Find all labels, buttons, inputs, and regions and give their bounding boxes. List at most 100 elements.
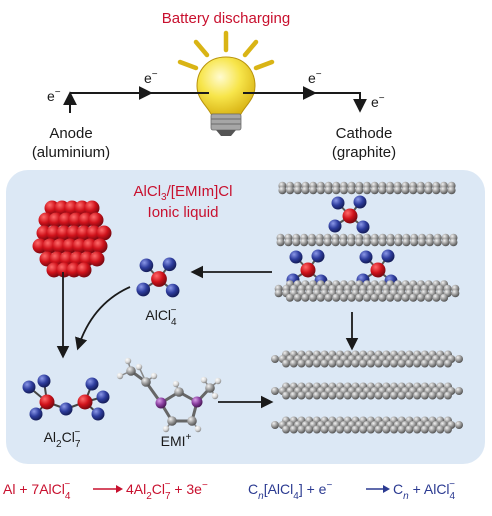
carbon-atom: [328, 359, 337, 368]
carbon-atom: [286, 186, 295, 195]
carbon-atom: [389, 359, 398, 368]
carbon-atom: [432, 186, 441, 195]
al2cl7-label: Al2Cl7−: [44, 427, 81, 450]
carbon-atom: [393, 186, 402, 195]
carbon-atom: [386, 186, 395, 195]
carbon-atom: [455, 387, 463, 395]
carbon-atom: [347, 238, 356, 247]
carbon-atom: [320, 391, 329, 400]
carbon-atom: [359, 391, 368, 400]
carbon-atom: [447, 186, 456, 195]
carbon-atom: [278, 186, 287, 195]
carbon-atom: [301, 293, 310, 302]
carbon-atom: [418, 238, 427, 247]
carbon-atom: [440, 293, 449, 302]
carbon-atom: [300, 238, 309, 247]
nitrogen-atom: [155, 397, 167, 409]
carbon-atom: [393, 293, 402, 302]
carbon-atom: [331, 238, 340, 247]
carbon-atom: [413, 359, 422, 368]
carbon-atom: [455, 355, 463, 363]
aluminium-atom: [39, 394, 55, 410]
al2cl7-anion: [22, 374, 110, 421]
carbon-atom: [370, 293, 379, 302]
aluminium-atom: [84, 200, 100, 216]
carbon-atom: [343, 391, 352, 400]
hydrogen-atom: [200, 376, 208, 384]
chlorine-atom: [139, 258, 154, 273]
aluminium-atom: [370, 262, 386, 278]
carbon-atom: [297, 391, 306, 400]
chlorine-atom: [136, 282, 151, 297]
chlorine-atom: [311, 249, 325, 263]
carbon-atom: [432, 293, 441, 302]
nitrogen-atom: [191, 396, 203, 408]
carbon-atom: [420, 425, 429, 434]
carbon-atom: [428, 425, 437, 434]
svg-text:e−: e−: [308, 69, 322, 86]
carbon-atom: [339, 293, 348, 302]
carbon-atom: [312, 391, 321, 400]
carbon-atom: [401, 186, 410, 195]
carbon-atom: [382, 391, 391, 400]
carbon-atom: [363, 293, 371, 302]
carbon-atom: [382, 425, 391, 434]
carbon-atom: [126, 366, 136, 376]
aluminium-atom: [77, 394, 93, 410]
carbon-atom: [416, 186, 425, 195]
aluminium-atom: [76, 262, 92, 278]
carbon-atom: [389, 425, 398, 434]
carbon-atom: [339, 186, 348, 195]
electrolyte-name: AlCl3/[EMIm]Cl: [134, 183, 233, 203]
carbon-atom: [401, 293, 410, 302]
chlorine-atom: [96, 390, 110, 404]
carbon-atom: [409, 293, 418, 302]
carbon-atom: [413, 425, 422, 434]
chlorine-atom: [356, 220, 370, 234]
carbon-atom: [351, 425, 360, 434]
carbon-atom: [305, 391, 314, 400]
carbon-atom: [397, 391, 406, 400]
carbon-atom: [336, 391, 345, 400]
hydrogen-atom: [162, 425, 170, 433]
carbon-atom: [436, 391, 445, 400]
svg-text:Al + 7AlCl4−: Al + 7AlCl4−: [3, 479, 71, 502]
carbon-atom: [382, 359, 391, 368]
carbon-atom: [332, 186, 341, 195]
cathode-reaction: Cn[AlCl4] + e− Cn + AlCl4−: [248, 479, 456, 502]
hydrogen-atom: [124, 357, 132, 365]
carbon-atom: [420, 391, 429, 400]
carbon-atom: [336, 359, 345, 368]
carbon-atom: [374, 425, 383, 434]
carbon-atom: [366, 359, 375, 368]
carbon-atom: [174, 387, 184, 397]
chlorine-atom: [381, 249, 395, 263]
aluminium-atom: [92, 238, 108, 254]
carbon-atom: [397, 359, 406, 368]
carbon-atom: [351, 359, 360, 368]
carbon-atom: [328, 391, 337, 400]
carbon-atom: [370, 186, 379, 195]
carbon-atom: [441, 238, 450, 247]
carbon-atom: [436, 425, 445, 434]
carbon-atom: [271, 421, 279, 429]
carbon-atom: [355, 186, 364, 195]
anode-reaction: Al + 7AlCl4− 4Al2Cl7− + 3e−: [3, 479, 208, 502]
carbon-atom: [297, 425, 306, 434]
carbon-atom: [359, 359, 368, 368]
carbon-atom: [397, 425, 406, 434]
carbon-atom: [324, 293, 333, 302]
carbon-atom: [366, 391, 375, 400]
carbon-atom: [276, 238, 285, 247]
aluminium-cluster: [32, 200, 112, 278]
carbon-atom: [187, 416, 197, 426]
carbon-atom: [386, 238, 395, 247]
hydrogen-atom: [214, 377, 222, 385]
carbon-atom: [363, 238, 371, 247]
carbon-atom: [424, 293, 433, 302]
carbon-atom: [343, 359, 352, 368]
aluminium-atom: [88, 212, 104, 228]
svg-text:e−: e−: [47, 87, 61, 104]
carbon-atom: [293, 293, 302, 302]
